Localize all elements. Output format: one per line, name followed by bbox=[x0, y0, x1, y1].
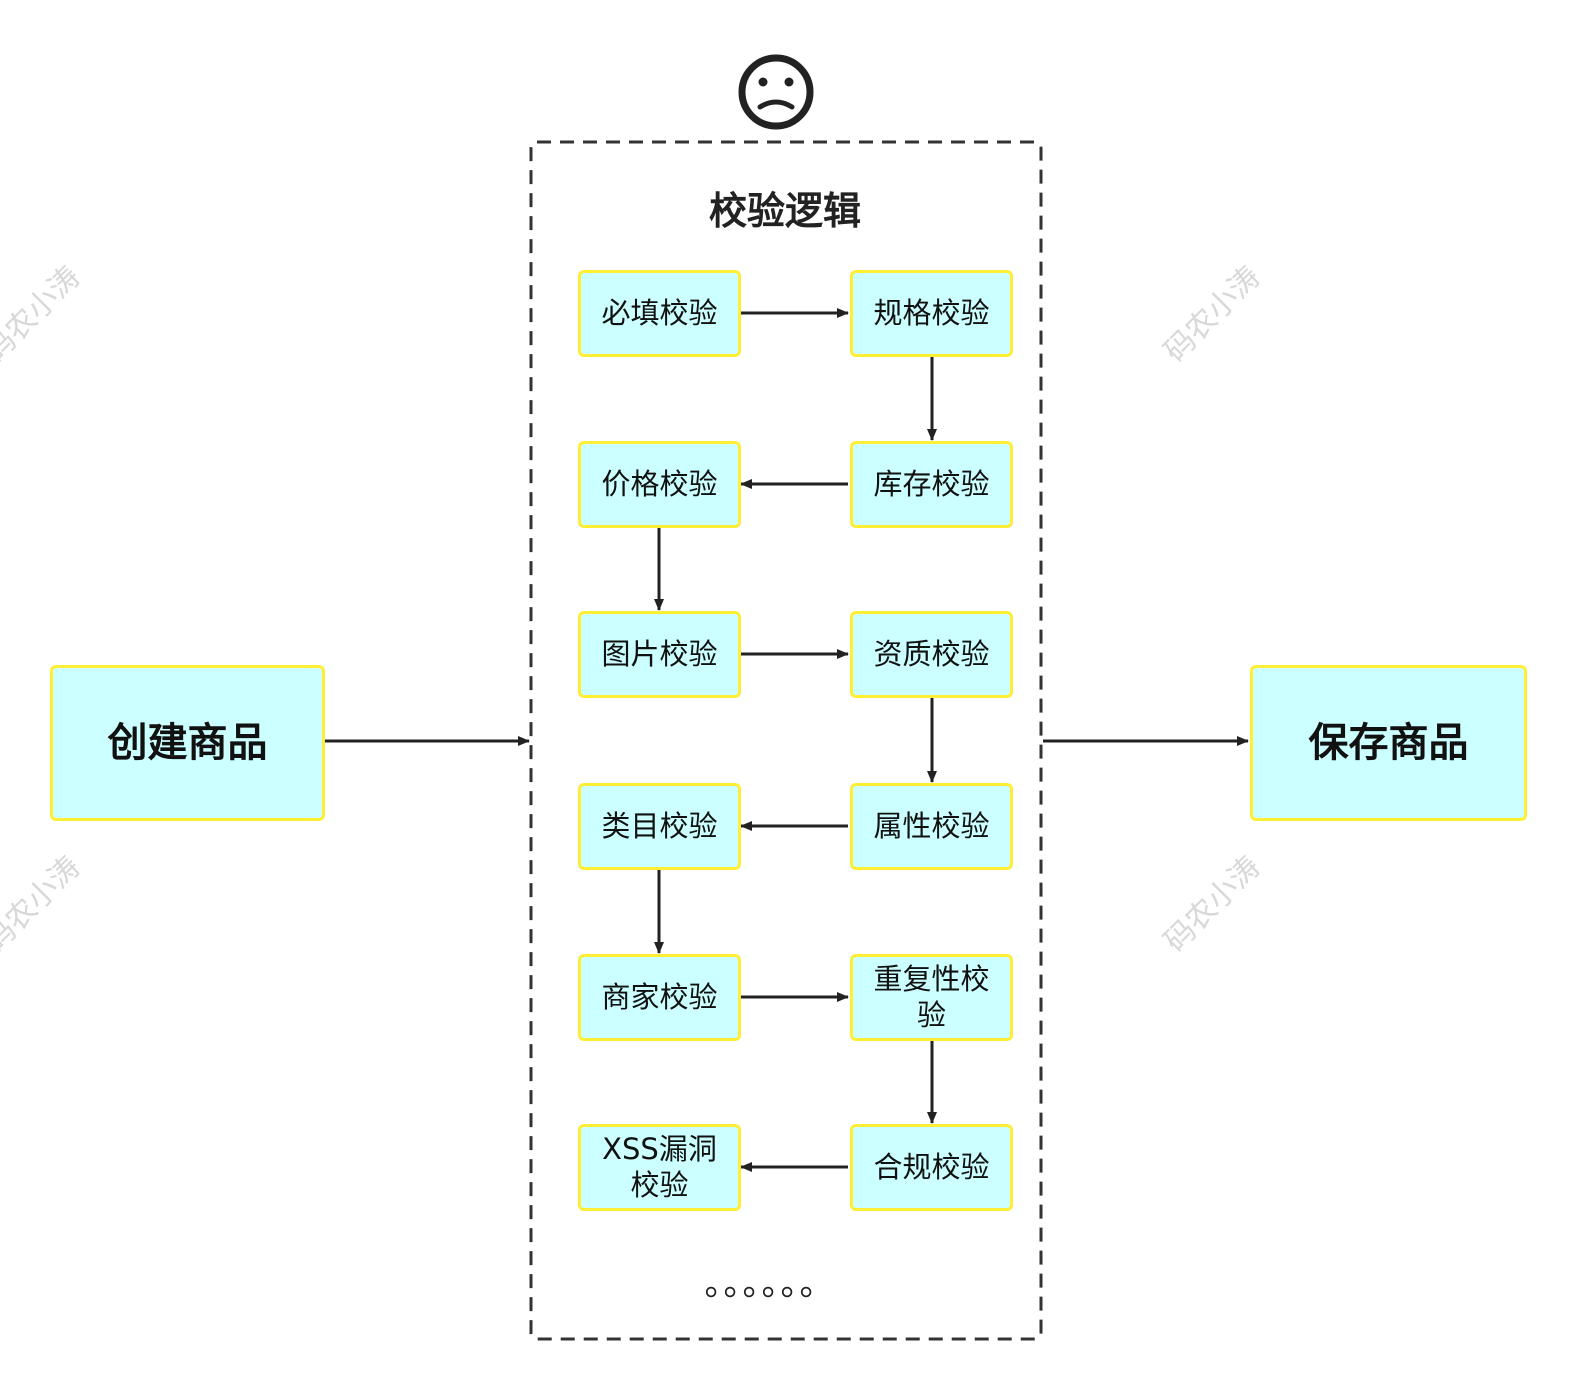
step-price-check: 价格校验 bbox=[578, 441, 741, 528]
step-attribute-check: 属性校验 bbox=[850, 783, 1013, 870]
step-required-check: 必填校验 bbox=[578, 270, 741, 357]
create-product-node: 创建商品 bbox=[50, 665, 325, 821]
save-product-node: 保存商品 bbox=[1250, 665, 1527, 821]
step-image-check: 图片校验 bbox=[578, 611, 741, 698]
step-xss-check: XSS漏洞校验 bbox=[578, 1124, 741, 1211]
sad-face-icon bbox=[738, 54, 814, 130]
more-steps-ellipsis: 。。。。。。 bbox=[704, 1264, 836, 1304]
step-compliance-check: 合规校验 bbox=[850, 1124, 1013, 1211]
step-merchant-check: 商家校验 bbox=[578, 954, 741, 1041]
step-spec-check: 规格校验 bbox=[850, 270, 1013, 357]
validation-logic-title: 校验逻辑 bbox=[708, 189, 861, 233]
step-category-check: 类目校验 bbox=[578, 783, 741, 870]
step-stock-check: 库存校验 bbox=[850, 441, 1013, 528]
step-qualification-check: 资质校验 bbox=[850, 611, 1013, 698]
step-duplicate-check: 重复性校验 bbox=[850, 954, 1013, 1041]
